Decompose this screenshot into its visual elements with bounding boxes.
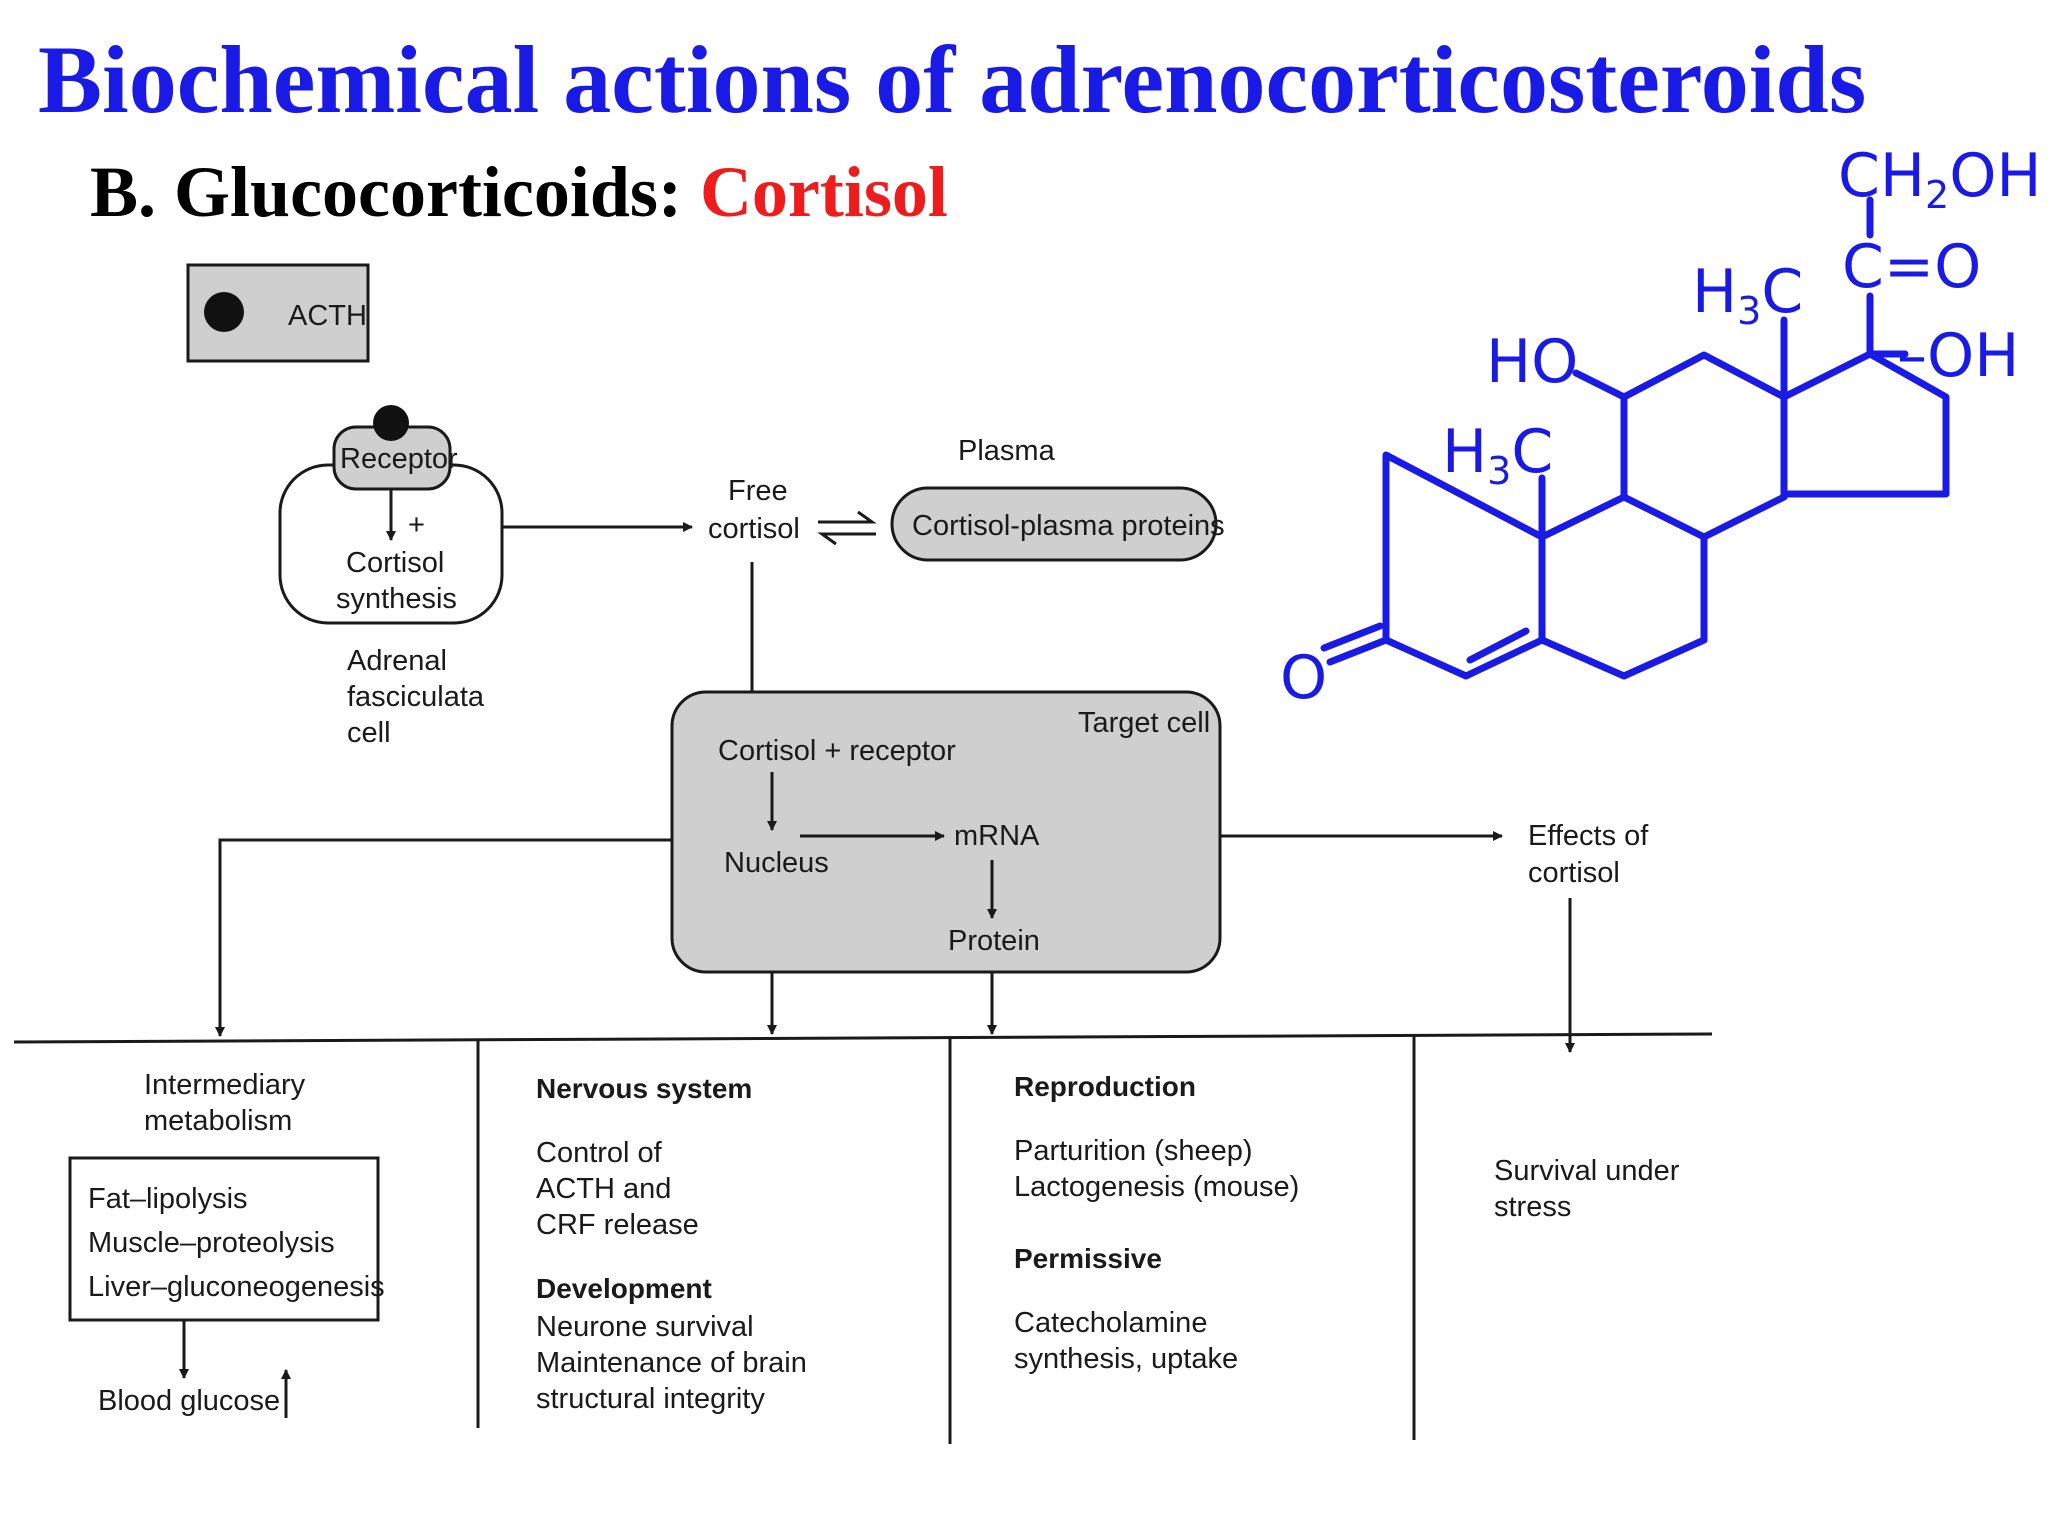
ring-a-double-bond [1466, 627, 1530, 664]
ring-d [1780, 350, 1950, 498]
cortisol-action-diagram: ACTH Receptor + Cortisol synthesis Adren… [13, 263, 1713, 1444]
subtitle-highlight: Cortisol [700, 152, 948, 232]
c18-h3c-label: H3C [1692, 257, 1803, 333]
col2-item-1: Control of [536, 1137, 663, 1169]
columns-top-line [13, 1032, 1713, 1044]
ketone-bond-2 [1320, 622, 1384, 652]
col2-heading: Nervous system [536, 1073, 752, 1104]
col2-item-3: CRF release [536, 1209, 699, 1241]
col1-heading-1: Intermediary [144, 1069, 306, 1101]
col3-heading-2: Permissive [1014, 1243, 1162, 1274]
ring-b [1538, 493, 1708, 680]
cortisol-receptor-label: Cortisol + receptor [718, 735, 956, 767]
col4-item-2: stress [1494, 1191, 1571, 1223]
cortisol-synthesis-1: Cortisol [346, 547, 444, 579]
acth-bound-icon [373, 405, 409, 441]
c11-ho-label: HO [1486, 327, 1578, 397]
col2-item2-3: structural integrity [536, 1383, 765, 1415]
adrenal-cell-label-2: fasciculata [347, 681, 485, 713]
plasma-proteins-box [890, 486, 1218, 562]
cortisol-structure: CH2OH C=O –OH HO H3C H3C O [1280, 141, 2042, 713]
c3-ketone-o-label: O [1280, 643, 1327, 713]
metabolism-arrow [215, 838, 672, 1037]
col2-heading-2: Development [536, 1273, 712, 1304]
nucleus-label: Nucleus [724, 847, 829, 879]
c11-oh-bond [1572, 369, 1628, 401]
ch2oh-label: CH2OH [1838, 141, 2042, 217]
adrenal-cell-label-1: Adrenal [347, 645, 447, 677]
acth-label: ACTH [288, 300, 367, 332]
cortisol-synthesis-2: synthesis [336, 583, 457, 615]
acth-dot-icon [204, 292, 244, 332]
adrenal-cell-label-3: cell [347, 717, 391, 749]
slide-subtitle: B. Glucocorticoids: Cortisol [90, 152, 948, 232]
col3-item2-2: synthesis, uptake [1014, 1343, 1238, 1375]
protein-label: Protein [948, 925, 1040, 957]
col2-item-2: ACTH and [536, 1173, 671, 1205]
col2-item2-2: Maintenance of brain [536, 1347, 807, 1379]
metabolism-box [68, 1156, 380, 1322]
col1-item-3: Liver–gluconeogenesis [88, 1271, 385, 1303]
ring-c [1620, 351, 1788, 541]
ketone-bond-1 [1326, 636, 1390, 666]
c17-oh-label: –OH [1897, 321, 2019, 391]
free-cortisol-2: cortisol [708, 513, 800, 545]
col3-item2-1: Catecholamine [1014, 1307, 1207, 1339]
free-cortisol-1: Free [728, 475, 788, 507]
ring-a [1382, 451, 1546, 680]
col2-item2-1: Neurone survival [536, 1311, 754, 1343]
receptor-label: Receptor [340, 443, 458, 475]
target-cell [670, 690, 1222, 974]
col1-heading-2: metabolism [144, 1105, 292, 1137]
equilibrium-arrows-icon [817, 510, 877, 546]
effects-label-2: cortisol [1528, 857, 1620, 889]
subtitle-prefix: B. Glucocorticoids: [90, 152, 700, 232]
plus-sign: + [408, 509, 425, 541]
slide-title: Biochemical actions of adrenocorticoster… [38, 26, 1866, 133]
target-cell-label: Target cell [1078, 707, 1210, 739]
col4-item-1: Survival under [1494, 1155, 1680, 1187]
c19-h3c-label: H3C [1442, 417, 1553, 493]
mrna-label: mRNA [954, 820, 1040, 852]
col3-heading: Reproduction [1014, 1071, 1196, 1102]
blood-glucose-label: Blood glucose [98, 1385, 280, 1417]
effects-label-1: Effects of [1528, 820, 1649, 852]
col3-item-2: Lactogenesis (mouse) [1014, 1171, 1299, 1203]
ketone-c20-label: C=O [1842, 232, 1981, 302]
col3-item-1: Parturition (sheep) [1014, 1135, 1253, 1167]
col1-item-2: Muscle–proteolysis [88, 1227, 335, 1259]
plasma-proteins-label: Cortisol-plasma proteins [912, 510, 1225, 542]
plasma-label: Plasma [958, 435, 1056, 467]
col1-item-1: Fat–lipolysis [88, 1183, 248, 1215]
